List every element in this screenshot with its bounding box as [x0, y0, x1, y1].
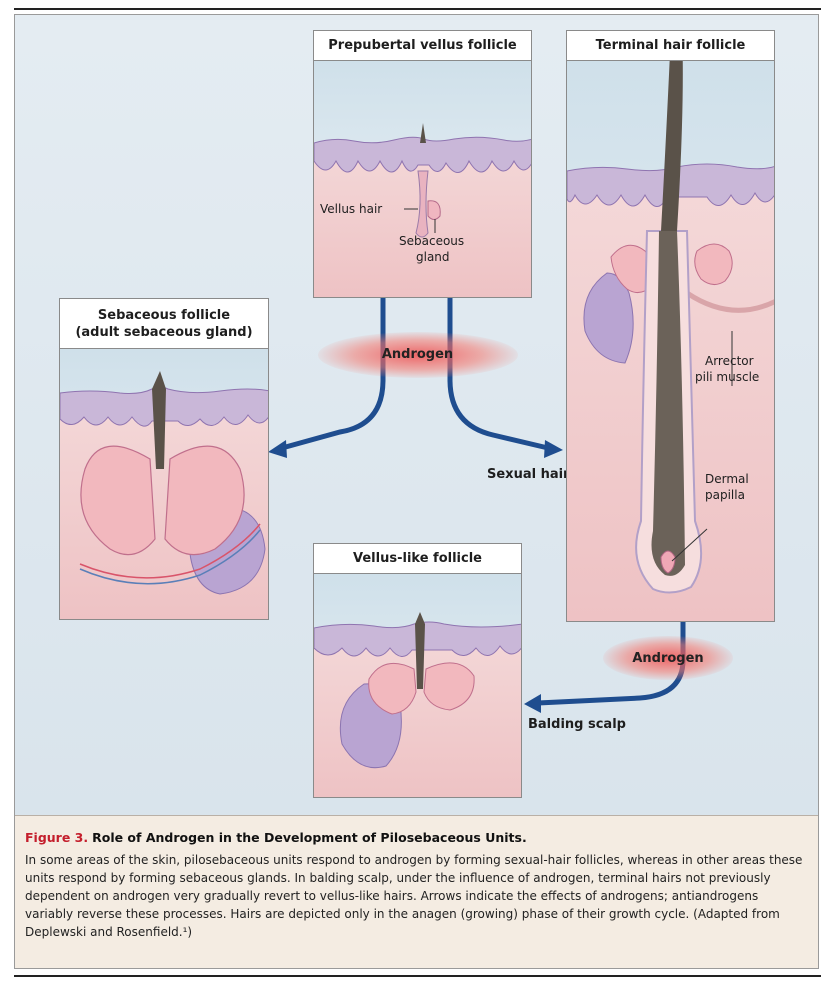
balding-scalp-label: Balding scalp	[528, 717, 626, 732]
arrowhead-bottom	[524, 694, 541, 713]
caption-figure-number: Figure 3.	[25, 830, 89, 845]
label-arrector-line2: pili muscle	[695, 370, 760, 384]
figure-caption: Figure 3. Role of Androgen in the Develo…	[15, 815, 818, 968]
label-dermal-line2: papilla	[705, 488, 745, 502]
sexual-hair-label: Sexual hair	[487, 467, 570, 482]
arrowhead-left	[268, 440, 287, 458]
androgen-glow-top	[318, 332, 518, 378]
label-arrector-line1: Arrector	[705, 354, 754, 368]
sebaceous-illustration	[60, 349, 268, 619]
panel-title-sebaceous-line2: (adult sebaceous gland)	[75, 325, 253, 340]
panel-title-terminal: Terminal hair follicle	[567, 31, 774, 61]
arrow-to-sebaceous	[279, 295, 386, 451]
caption-heading: Figure 3. Role of Androgen in the Develo…	[25, 830, 808, 845]
bottom-rule	[14, 975, 821, 977]
caption-body: In some areas of the skin, pilosebaceous…	[25, 853, 803, 939]
panel-sebaceous: Sebaceous follicle (adult sebaceous glan…	[59, 298, 269, 620]
panel-title-sebaceous: Sebaceous follicle (adult sebaceous glan…	[60, 299, 268, 349]
label-dermal-line1: Dermal	[705, 472, 749, 486]
panel-title-sebaceous-line1: Sebaceous follicle	[97, 308, 231, 323]
panel-terminal: Terminal hair follicle Arrector pili mus…	[566, 30, 775, 622]
arrowhead-right	[544, 440, 563, 458]
panel-title-prepubertal: Prepubertal vellus follicle	[314, 31, 531, 61]
panel-prepubertal: Prepubertal vellus follicle Vellus hair …	[313, 30, 532, 298]
arrow-to-terminal	[447, 295, 551, 451]
label-vellus-hair: Vellus hair	[320, 202, 383, 216]
prepubertal-illustration	[314, 61, 531, 297]
androgen-label-right: Androgen	[632, 651, 704, 666]
label-sebaceous-gland-line2: gland	[416, 250, 450, 264]
terminal-illustration	[567, 61, 774, 621]
panel-title-vellus-like: Vellus-like follicle	[314, 544, 521, 574]
androgen-glow-right	[603, 636, 733, 680]
panel-vellus-like: Vellus-like follicle	[313, 543, 522, 798]
label-sebaceous-gland-line1: Sebaceous	[399, 234, 465, 248]
caption-title: Role of Androgen in the Development of P…	[92, 830, 527, 845]
top-rule	[14, 8, 821, 10]
androgen-label-top: Androgen	[381, 347, 454, 362]
vellus-like-illustration	[314, 574, 521, 797]
